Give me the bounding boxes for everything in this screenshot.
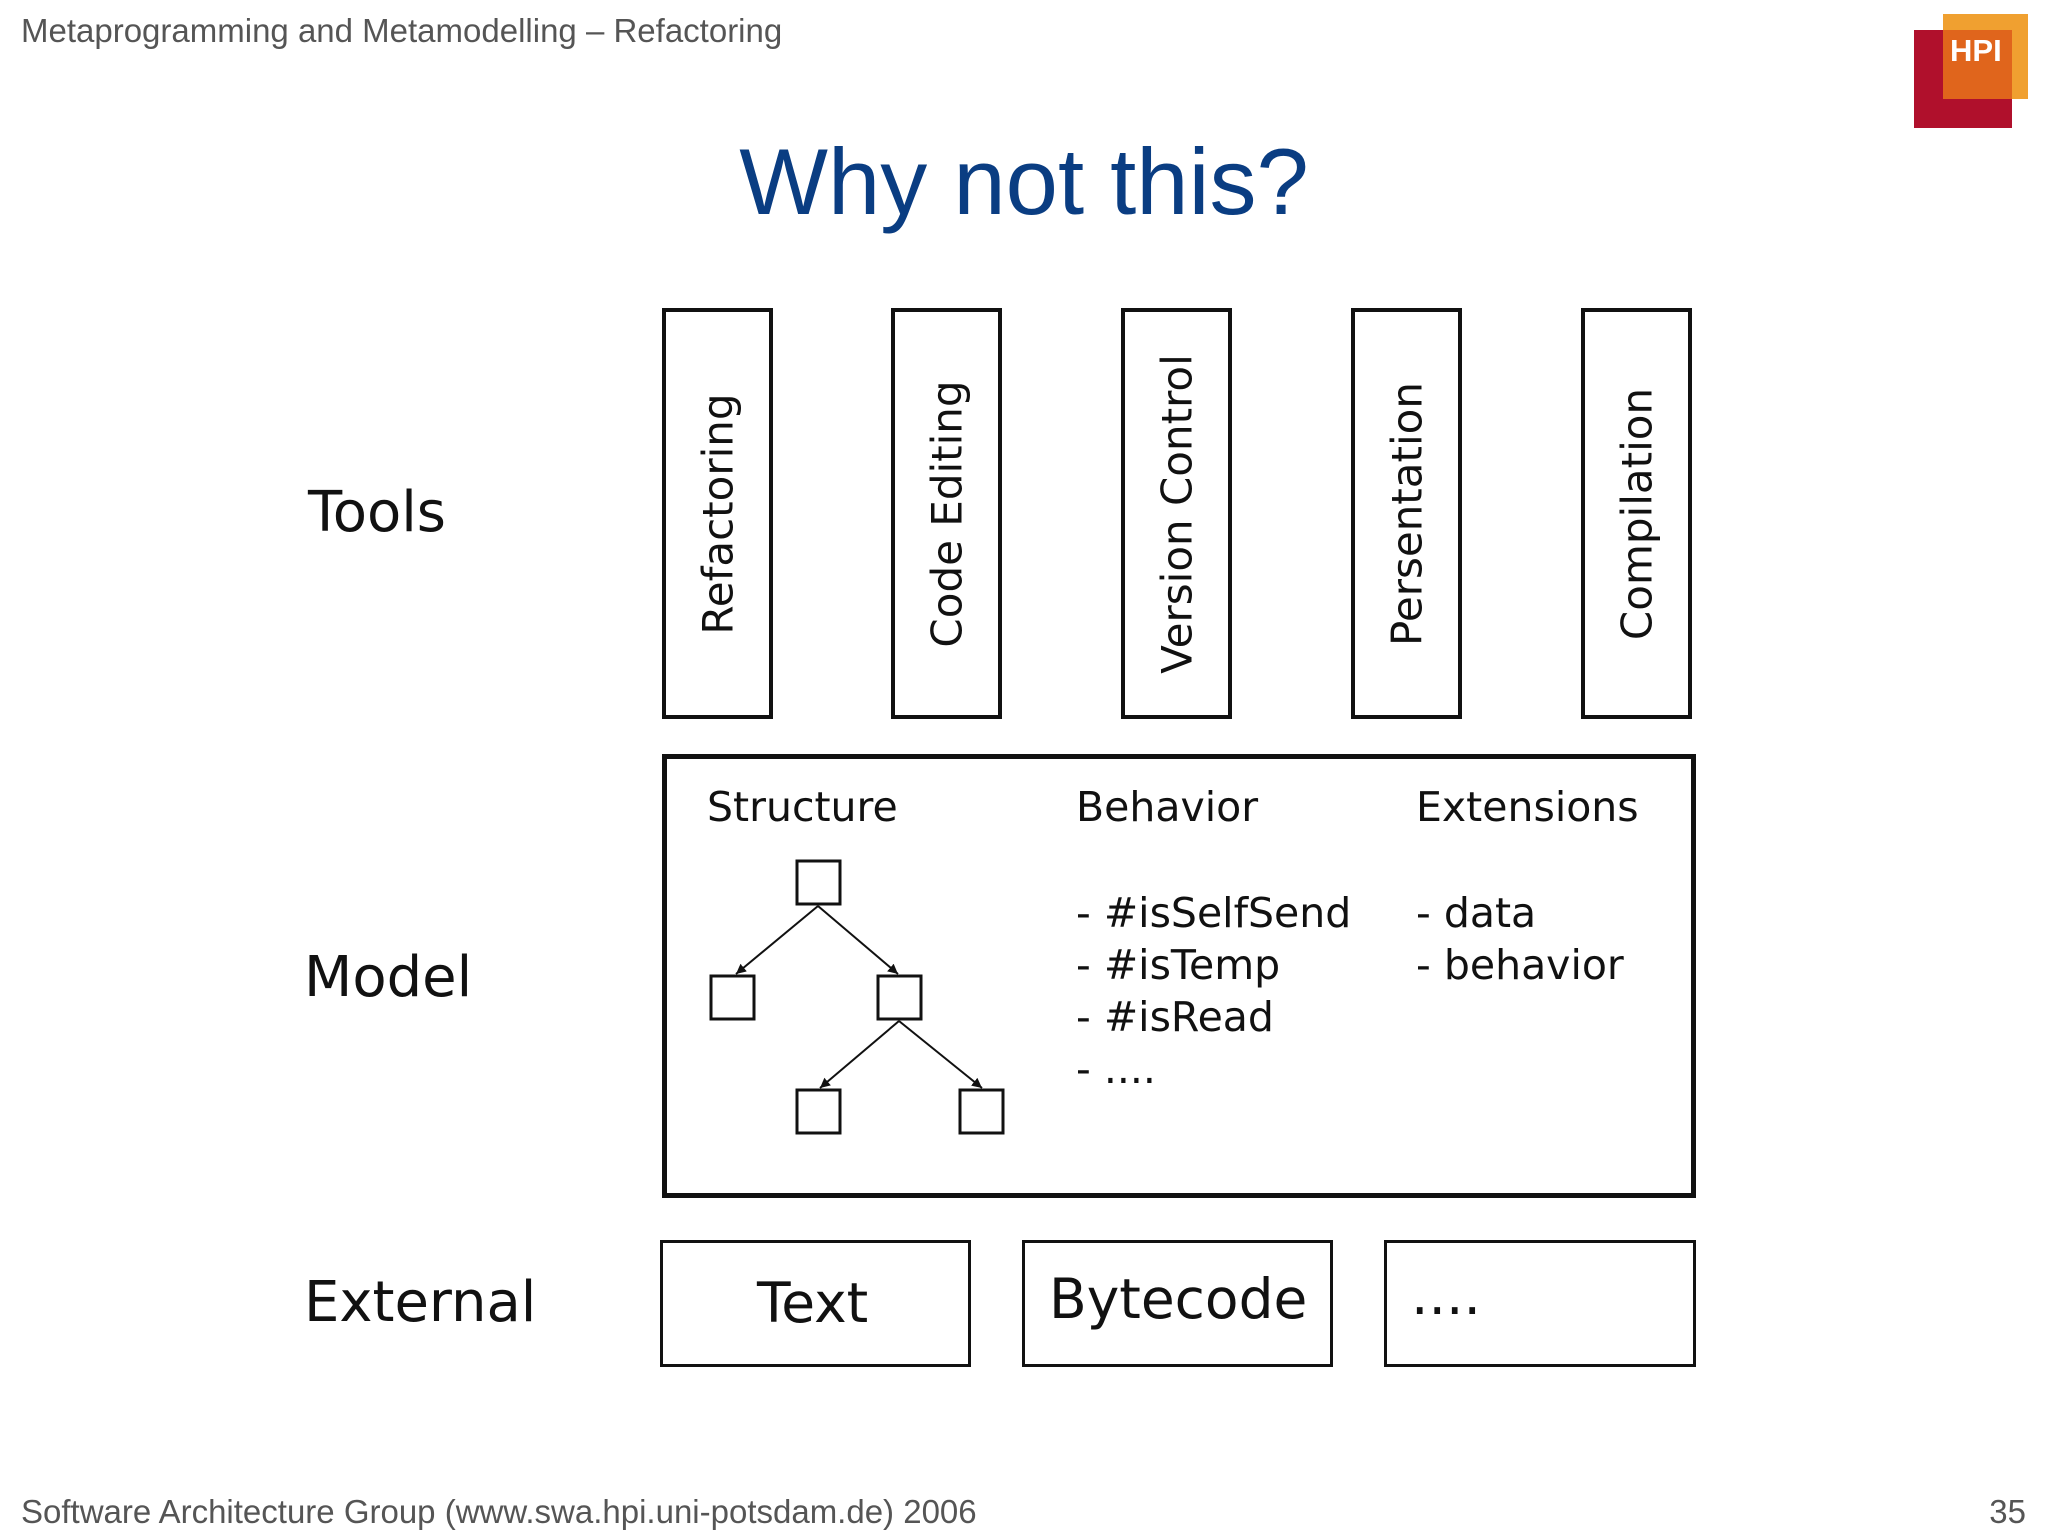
extensions-list: - data - behavior <box>1416 887 1624 991</box>
extension-item: - data <box>1416 889 1537 937</box>
tree-node-left <box>709 974 756 1021</box>
extensions-heading: Extensions <box>1416 783 1639 831</box>
tool-box-compilation: Compilation <box>1581 308 1692 719</box>
behavior-item: - #isTemp <box>1076 941 1281 989</box>
slide-title: Why not this? <box>739 129 1309 234</box>
tree-node-right <box>876 974 923 1021</box>
behavior-item: - .... <box>1076 1045 1156 1093</box>
external-label: Bytecode <box>1049 1267 1308 1331</box>
external-box-bytecode: Bytecode <box>1022 1240 1333 1367</box>
tool-label: Persentation <box>1382 381 1431 646</box>
model-box: Structure Behavior Extensions - #isSelfS… <box>662 754 1696 1198</box>
structure-tree-diagram <box>709 859 1005 1135</box>
tree-edge <box>817 905 899 975</box>
header-title: Metaprogramming and Metamodelling – Refa… <box>21 12 783 49</box>
hpi-logo: HPI <box>1914 14 2028 128</box>
structure-heading: Structure <box>707 783 898 831</box>
behavior-list: - #isSelfSend - #isTemp - #isRead - .... <box>1076 887 1351 1095</box>
tool-label: Refactoring <box>693 392 742 635</box>
tree-edge <box>819 1020 900 1089</box>
page-number: 35 <box>1989 1493 2026 1530</box>
tool-label: Code Editing <box>922 379 971 648</box>
tool-label: Version Control <box>1152 353 1201 674</box>
behavior-heading: Behavior <box>1076 783 1259 831</box>
tool-box-presentation: Persentation <box>1351 308 1462 719</box>
row-label-model: Model <box>304 945 473 1010</box>
behavior-item: - #isSelfSend <box>1076 889 1352 937</box>
external-box-more: .... <box>1384 1240 1696 1367</box>
external-label: Text <box>757 1271 869 1335</box>
tool-box-refactoring: Refactoring <box>662 308 773 719</box>
external-label: .... <box>1411 1263 1481 1327</box>
tree-edge <box>898 1020 983 1089</box>
tree-node-root <box>795 859 842 906</box>
row-label-tools: Tools <box>308 480 446 545</box>
row-label-external: External <box>304 1270 537 1335</box>
tool-label: Compilation <box>1612 387 1661 640</box>
tool-box-version-control: Version Control <box>1121 308 1232 719</box>
tool-box-code-editing: Code Editing <box>891 308 1002 719</box>
behavior-item: - #isRead <box>1076 993 1274 1041</box>
logo-text: HPI <box>1950 33 2002 68</box>
tree-edge <box>735 905 819 975</box>
extension-item: - behavior <box>1416 941 1624 989</box>
footer-text: Software Architecture Group (www.swa.hpi… <box>21 1493 977 1530</box>
tree-node-right-right <box>958 1088 1005 1135</box>
external-box-text: Text <box>660 1240 971 1367</box>
tree-node-right-left <box>795 1088 842 1135</box>
